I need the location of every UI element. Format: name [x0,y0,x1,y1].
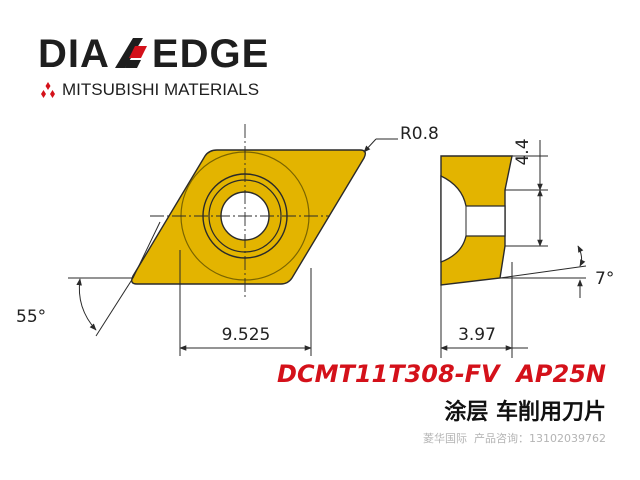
company-line: MITSUBISHI MATERIALS [38,80,269,100]
mitsubishi-diamonds-icon [41,82,55,98]
company-name: MITSUBISHI MATERIALS [62,80,260,99]
grade-code: AP25N [516,360,606,388]
side-hole-section [440,174,506,263]
nose-angle-dimension: 55° [16,221,161,337]
nose-angle-label: 55° [16,307,46,327]
footer-company: 菱华国际 [423,432,468,445]
footer-label: 产品咨询： [474,432,530,445]
brand-name-right: EDGE [151,32,270,76]
insert-side-view [440,155,513,286]
product-model-line: DCMT11T308-FV AP25N [277,360,606,388]
product-title-cn: 涂层 车削用刀片 [444,400,606,425]
diaedge-mark-icon [114,38,147,68]
radius-callout: R0.8 [363,124,439,153]
clearance-angle-dimension: 7° [499,245,614,298]
thickness-dimension: 3.97 [440,262,528,358]
width-dimension: 9.525 [179,250,312,356]
clearance-angle-label: 7° [595,269,614,289]
width-label: 9.525 [222,325,271,345]
brand-logo: DIA EDGE MITSUBISHI MATERIALS [38,34,269,100]
radius-label: R0.8 [400,124,439,144]
hole-depth-label: 4.4 [513,138,533,165]
footer-phone: 13102039762 [529,432,606,445]
model-code: DCMT11T308-FV [277,360,500,388]
brand-name-left: DIA [38,32,110,76]
hole-depth-dimension: 4.4 [505,138,548,247]
brand-wordmark: DIA EDGE [38,34,269,74]
insert-front-view [130,124,367,300]
contact-footer: 菱华国际 产品咨询：13102039762 [423,430,606,446]
thickness-label: 3.97 [458,325,496,345]
